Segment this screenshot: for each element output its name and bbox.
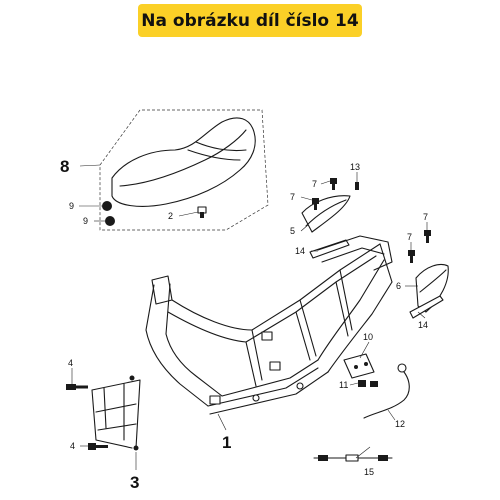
cable-15[interactable]: [313, 454, 393, 462]
latch-cable[interactable]: [363, 363, 410, 419]
callout-4b: 4: [70, 441, 75, 451]
callout-5: 5: [290, 226, 295, 236]
main-frame[interactable]: [145, 235, 393, 415]
title-banner: Na obrázku díl číslo 14: [138, 4, 362, 37]
callout-6: 6: [396, 281, 401, 291]
callout-10: 10: [363, 332, 373, 342]
front-bracket[interactable]: [91, 375, 141, 451]
bolt-7b[interactable]: [330, 178, 337, 190]
bolt-2[interactable]: [197, 206, 207, 218]
cover-5[interactable]: [301, 195, 351, 233]
seat[interactable]: [111, 117, 256, 207]
bolt-7d[interactable]: [408, 250, 415, 263]
bolt-4a[interactable]: [66, 384, 88, 390]
nut-9b[interactable]: [105, 216, 115, 226]
nut-9a[interactable]: [102, 201, 112, 211]
seat-latch[interactable]: [343, 353, 375, 379]
callout-7b: 7: [312, 179, 317, 189]
rubber-strip-14-upper[interactable]: [309, 239, 350, 259]
callout-13: 13: [350, 162, 360, 172]
callout-7d: 7: [407, 232, 412, 242]
callout-3: 3: [130, 473, 139, 492]
callout-14a: 14: [295, 246, 305, 256]
page-title: Na obrázku díl číslo 14: [141, 10, 359, 31]
callout-15: 15: [364, 467, 374, 477]
callout-1: 1: [222, 433, 231, 452]
leader-lines: [71, 164, 428, 470]
seat-group-outline: [99, 109, 269, 231]
bolt-7a[interactable]: [312, 198, 319, 210]
callout-4a: 4: [68, 358, 73, 368]
callout-14b: 14: [418, 320, 428, 330]
bolt-4b[interactable]: [88, 443, 108, 450]
callout-9a: 9: [69, 201, 74, 211]
bolt-7c[interactable]: [424, 230, 431, 243]
callout-7c: 7: [423, 212, 428, 222]
callout-7a: 7: [290, 192, 295, 202]
pin-13[interactable]: [355, 182, 359, 190]
callout-8: 8: [60, 157, 69, 176]
callout-9b: 9: [83, 216, 88, 226]
callout-11: 11: [339, 380, 348, 390]
bolt-11[interactable]: [358, 380, 378, 387]
callout-12: 12: [395, 419, 405, 429]
callout-2: 2: [168, 211, 173, 221]
seat-group[interactable]: [99, 109, 269, 231]
